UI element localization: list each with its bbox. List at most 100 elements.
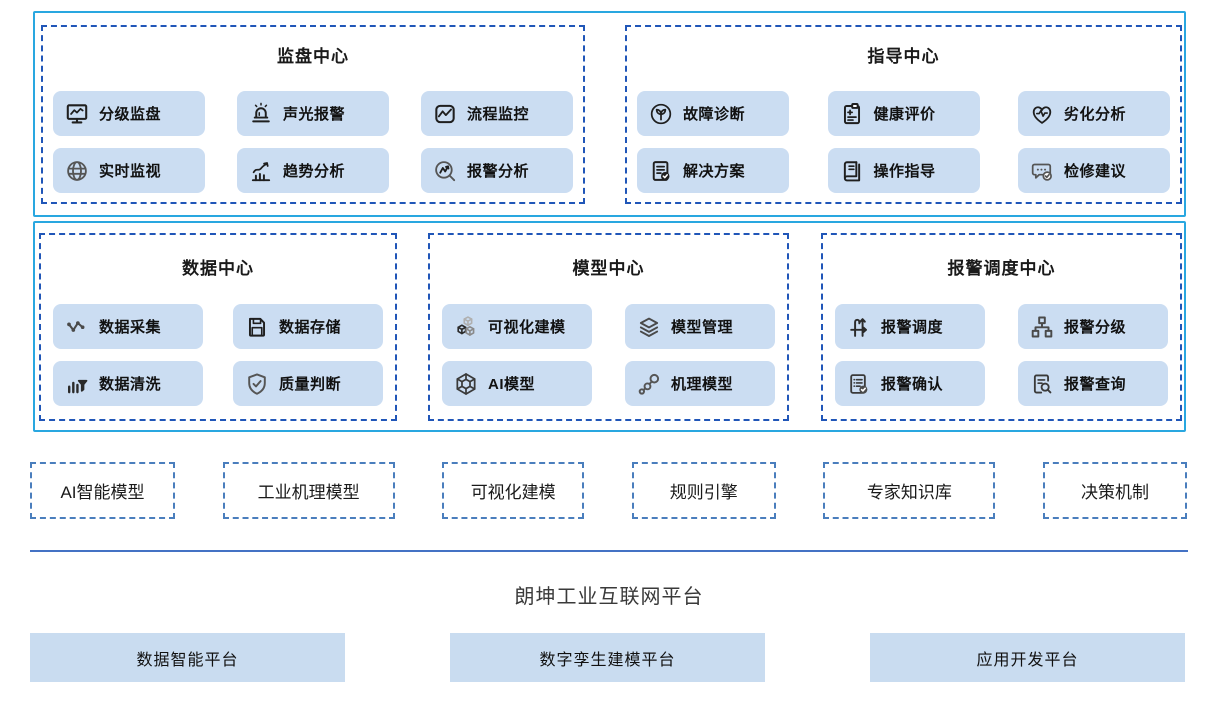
- feature-label: 报警调度: [881, 319, 944, 336]
- platform-box-data-intelligence: 数据智能平台: [30, 633, 345, 682]
- section-title: 指导中心: [867, 47, 940, 66]
- siren-icon: [252, 102, 270, 122]
- feature-chip: 健康评价: [827, 91, 980, 136]
- data-center-items: 数据采集 数据存储 数据清洗: [41, 304, 395, 406]
- hierarchy-icon: [1031, 315, 1053, 338]
- feature-label: 检修建议: [1064, 163, 1127, 180]
- feature-label: 数据存储: [279, 319, 342, 336]
- feature-chip: 报警分析: [421, 148, 573, 193]
- capability-box-visual-modeling: 可视化建模: [442, 462, 585, 519]
- feature-chip: 数据采集: [53, 304, 203, 349]
- feature-label: 报警确认: [881, 376, 944, 393]
- globe-icon: [67, 160, 87, 181]
- feature-chip: 实时监视: [53, 148, 205, 193]
- feature-label: 数据清洗: [99, 376, 162, 393]
- feature-chip: 数据清洗: [53, 361, 203, 406]
- section-title: 监盘中心: [277, 47, 349, 66]
- section-title: 模型中心: [572, 259, 645, 278]
- feature-chip: 分级监盘: [53, 91, 205, 136]
- model-center-box: 模型中心 可视化建模: [428, 233, 789, 421]
- feature-label: 报警分级: [1064, 319, 1127, 336]
- capability-row: AI智能模型 工业机理模型 可视化建模 规则引擎 专家知识库 决策机制: [30, 462, 1187, 519]
- section-title: 数据中心: [182, 259, 254, 278]
- feature-chip: 检修建议: [1018, 148, 1170, 193]
- feature-label: 健康评价: [873, 106, 936, 123]
- platform-title: 朗坤工业互联网平台: [514, 586, 704, 608]
- trend-chart-icon: [251, 161, 271, 181]
- feature-chip: 机理模型: [625, 361, 775, 406]
- layers-icon: [639, 317, 659, 337]
- operation-book-icon: [843, 160, 860, 181]
- advice-chat-check-icon: [1031, 163, 1052, 181]
- model-center-items: 可视化建模 模型管理 AI模型: [430, 304, 787, 406]
- feature-label: 劣化分析: [1064, 106, 1127, 123]
- platform-row: 数据智能平台 数字孪生建模平台 应用开发平台: [30, 633, 1185, 682]
- feature-chip: 声光报警: [237, 91, 389, 136]
- health-clipboard-icon: [843, 102, 860, 124]
- feature-chip: 劣化分析: [1018, 91, 1170, 136]
- feature-label: 分级监盘: [99, 106, 162, 123]
- shield-check-icon: [248, 372, 266, 395]
- feature-chip: 解决方案: [637, 148, 789, 193]
- feature-chip: 趋势分析: [237, 148, 389, 193]
- feature-label: AI模型: [488, 376, 536, 393]
- feature-label: 可视化建模: [488, 319, 566, 336]
- monitor-center-box: 监盘中心 分级监盘 声光报警: [41, 25, 585, 204]
- feature-label: 质量判断: [279, 376, 342, 393]
- middle-centers-container: 数据中心 数据采集 数据存储: [33, 221, 1186, 432]
- feature-chip: 报警查询: [1018, 361, 1168, 406]
- feature-label: 趋势分析: [283, 163, 346, 180]
- feature-label: 解决方案: [683, 163, 746, 180]
- guide-center-box: 指导中心 故障诊断 健康评价: [625, 25, 1182, 204]
- feature-chip: 可视化建模: [442, 304, 592, 349]
- route-dispatch-icon: [850, 317, 868, 337]
- feature-label: 流程监控: [467, 106, 530, 123]
- cubes-icon: [457, 315, 475, 336]
- feature-chip: 报警调度: [835, 304, 985, 349]
- data-clean-icon: [68, 379, 88, 393]
- feature-chip: 数据存储: [233, 304, 383, 349]
- feature-label: 声光报警: [283, 106, 346, 123]
- solution-doc-check-icon: [652, 160, 670, 181]
- feature-label: 报警查询: [1064, 376, 1127, 393]
- platform-box-digital-twin: 数字孪生建模平台: [450, 633, 765, 682]
- flow-monitor-icon: [435, 104, 455, 123]
- capability-box-decision: 决策机制: [1042, 462, 1187, 519]
- alarm-center-items: 报警调度 报警分级: [823, 304, 1180, 406]
- guide-center-items: 故障诊断 健康评价 劣化分析: [627, 91, 1180, 193]
- feature-label: 报警分析: [467, 163, 530, 180]
- alarm-dispatch-center-box: 报警调度中心 报警调度 报警分级: [821, 233, 1182, 421]
- heart-pulse-icon: [1032, 105, 1052, 124]
- platform-box-app-development: 应用开发平台: [870, 633, 1185, 682]
- feature-chip: 模型管理: [625, 304, 775, 349]
- list-check-icon: [850, 373, 868, 394]
- capability-box-ai-model: AI智能模型: [30, 462, 175, 519]
- alarm-analysis-icon: [435, 160, 456, 181]
- feature-label: 机理模型: [671, 376, 734, 393]
- feature-chip: 报警分级: [1018, 304, 1168, 349]
- feature-label: 故障诊断: [683, 106, 746, 123]
- floppy-disk-icon: [248, 317, 266, 337]
- monitor-chart-icon: [66, 103, 88, 123]
- fault-diagnosis-icon: [650, 103, 672, 124]
- feature-chip: 操作指导: [827, 148, 980, 193]
- feature-chip: 故障诊断: [637, 91, 789, 136]
- feature-chip: 报警确认: [835, 361, 985, 406]
- top-centers-container: 监盘中心 分级监盘 声光报警: [33, 11, 1186, 217]
- capability-box-expert-knowledge: 专家知识库: [823, 462, 996, 519]
- capability-box-mechanism-model: 工业机理模型: [222, 462, 395, 519]
- section-title: 报警调度中心: [947, 259, 1056, 278]
- data-collect-icon: [67, 320, 85, 332]
- doc-search-icon: [1033, 374, 1052, 393]
- feature-chip: 质量判断: [233, 361, 383, 406]
- feature-chip: 流程监控: [421, 91, 573, 136]
- feature-label: 模型管理: [671, 319, 734, 336]
- feature-label: 操作指导: [873, 163, 936, 180]
- feature-chip: AI模型: [442, 361, 592, 406]
- monitor-center-items: 分级监盘 声光报警 流程监控: [43, 91, 583, 193]
- feature-label: 数据采集: [99, 319, 162, 336]
- cube-3d-icon: [456, 372, 476, 395]
- horizontal-divider: [30, 550, 1188, 552]
- capability-box-rule-engine: 规则引擎: [631, 462, 776, 519]
- data-center-box: 数据中心 数据采集 数据存储: [39, 233, 397, 421]
